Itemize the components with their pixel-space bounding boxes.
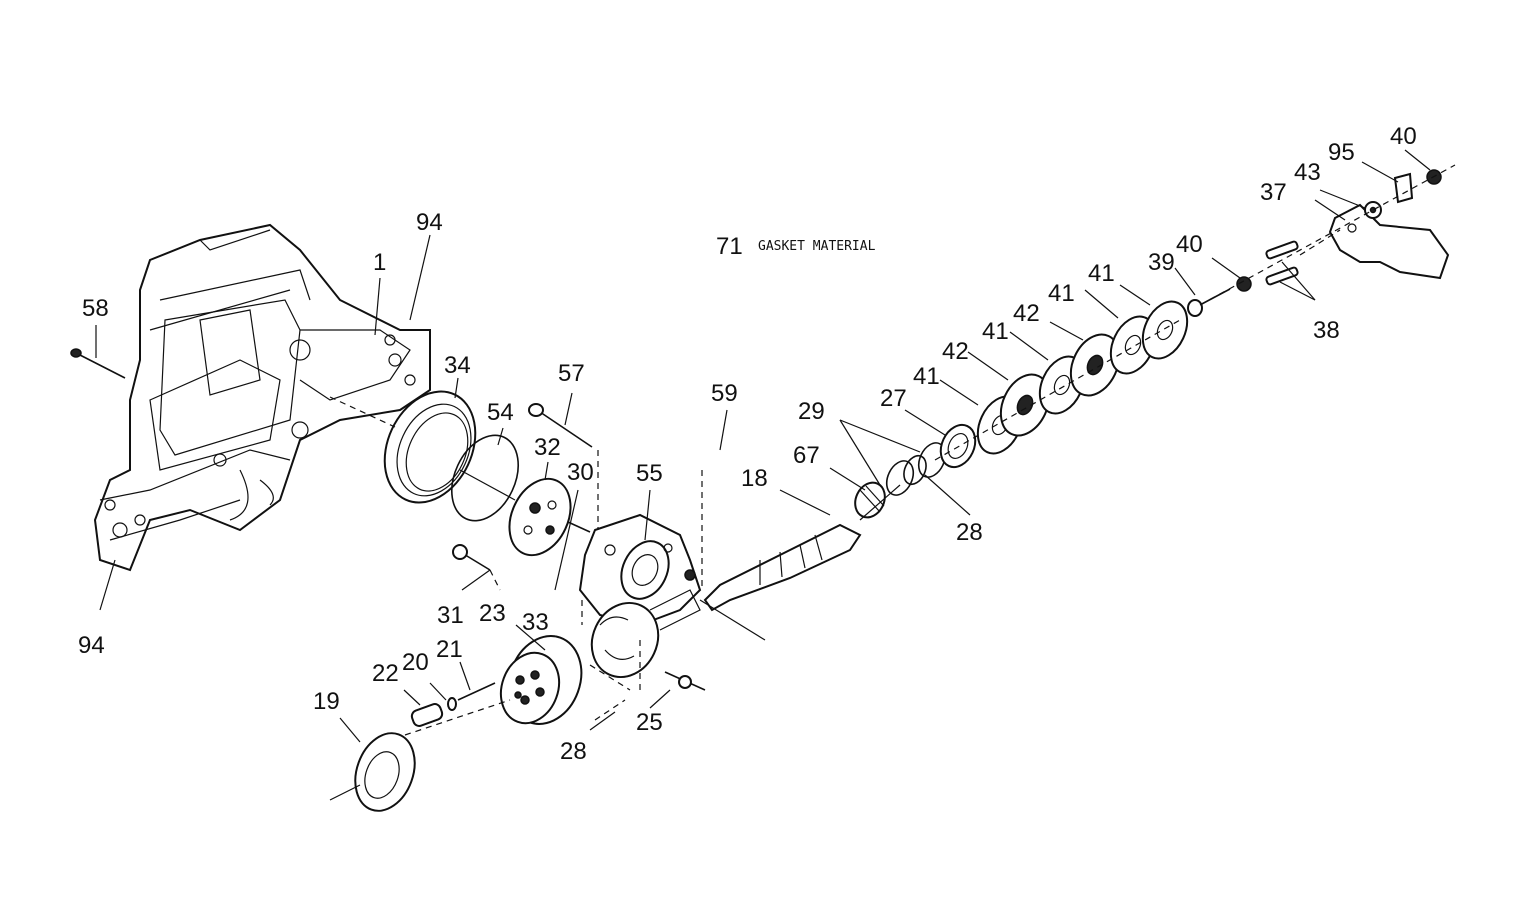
callout-41-a: 41: [913, 363, 940, 390]
pump-body-55: [578, 513, 702, 627]
port-plate: [590, 589, 701, 678]
bearing-27: [939, 423, 977, 469]
callout-28-right: 28: [956, 519, 983, 546]
ring-29a: [885, 460, 915, 496]
callout-32: 32: [534, 434, 561, 461]
fitting-25: [664, 671, 706, 691]
callout-95: 95: [1328, 139, 1355, 166]
callout-27: 27: [880, 385, 907, 412]
nut-40-lower: [1236, 276, 1252, 292]
callout-1: 1: [373, 249, 386, 276]
gasket-note-text: GASKET MATERIAL: [758, 239, 876, 254]
callout-41-d: 41: [1088, 260, 1115, 287]
pins-38: [1265, 240, 1299, 286]
seal-34: [383, 390, 477, 504]
callout-33: 33: [522, 609, 549, 636]
leader-lines: [95, 149, 1431, 743]
alignment-lines: [329, 164, 1456, 801]
needle-bearing-67: [854, 481, 886, 519]
gasket-note: 71 GASKET MATERIAL: [716, 233, 876, 260]
callout-67: 67: [793, 442, 820, 469]
callout-37: 37: [1260, 179, 1287, 206]
clip-95: [1393, 172, 1414, 204]
bolt-31: [452, 544, 491, 571]
callout-21: 21: [436, 636, 463, 663]
callout-59: 59: [711, 380, 738, 407]
callout-43: 43: [1294, 159, 1321, 186]
callout-94-bottom: 94: [78, 632, 105, 659]
callout-20: 20: [402, 649, 429, 676]
callout-42-b: 42: [1013, 300, 1040, 327]
callout-28-bottom: 28: [560, 738, 587, 765]
callout-34: 34: [444, 352, 471, 379]
pin-22: [410, 703, 444, 727]
callout-39: 39: [1148, 249, 1175, 276]
washer-41-4: [1141, 300, 1189, 360]
washer-43: [1364, 201, 1382, 219]
cylinder-block-33: [499, 635, 583, 725]
pin-30: [567, 521, 591, 533]
bolt-58: [70, 348, 126, 379]
callout-40-lower: 40: [1176, 231, 1203, 258]
callout-30: 30: [567, 459, 594, 486]
callout-54: 54: [487, 399, 514, 426]
bearing-19: [354, 732, 416, 812]
callouts: 94 1 58 34 54 57 32 30 55 59 18 31 23 33…: [78, 123, 1417, 765]
shaft-18: [703, 523, 862, 612]
disc-42-1: [999, 373, 1051, 437]
disc-42-2: [1069, 333, 1121, 397]
callout-23: 23: [479, 600, 506, 627]
callout-41-c: 41: [1048, 280, 1075, 307]
callout-19: 19: [313, 688, 340, 715]
plate-32: [508, 477, 572, 557]
callout-29: 29: [798, 398, 825, 425]
callout-57: 57: [558, 360, 585, 387]
o-ring-54: [451, 434, 519, 522]
callout-58: 58: [82, 295, 109, 322]
washer-20: [447, 697, 457, 711]
housing-part: [93, 223, 431, 572]
callout-22: 22: [372, 660, 399, 687]
callout-41-b: 41: [982, 318, 1009, 345]
callout-55: 55: [636, 460, 663, 487]
bolt-57: [528, 403, 593, 448]
callout-42-a: 42: [942, 338, 969, 365]
spring-21: [457, 682, 496, 701]
bracket-37: [1328, 203, 1450, 280]
callout-40-upper: 40: [1390, 123, 1417, 150]
callout-18: 18: [741, 465, 768, 492]
ring-29b: [917, 442, 947, 478]
ring-28: [903, 454, 927, 486]
gasket-note-number: 71: [716, 233, 743, 260]
callout-94-top: 94: [416, 209, 443, 236]
callout-31: 31: [437, 602, 464, 629]
callout-38: 38: [1313, 317, 1340, 344]
callout-25: 25: [636, 709, 663, 736]
